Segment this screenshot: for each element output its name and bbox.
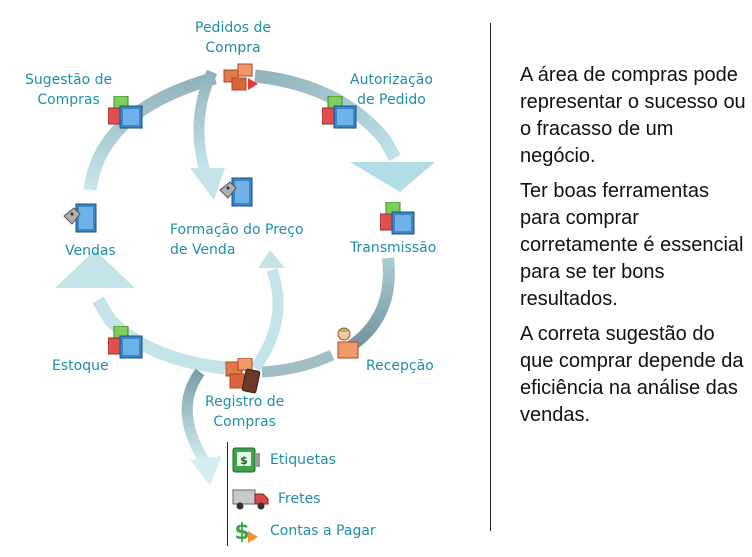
description-paragraph: A área de compras pode representar o suc…: [520, 64, 746, 167]
boxes-icon: [108, 96, 143, 129]
sub-item-label: Contas a Pagar: [270, 523, 376, 539]
arc-registro-subitems: [181, 368, 210, 465]
cycle-arrowhead-vendas: [55, 250, 135, 288]
boxes-icon: [380, 202, 415, 235]
label-printer-icon: $: [232, 447, 260, 473]
purchase-order-boxes-icon: [223, 63, 258, 91]
inner-arrowhead-registro: [258, 250, 285, 268]
boxes-icon: [108, 326, 143, 359]
svg-text:$: $: [234, 520, 249, 545]
vertical-divider: [490, 23, 491, 531]
dollar-sign-icon: $: [234, 520, 258, 545]
sub-item-label: Fretes: [278, 491, 321, 507]
sub-item-label: Etiquetas: [270, 452, 336, 468]
svg-text:$: $: [240, 454, 248, 467]
truck-icon: [232, 489, 269, 510]
sub-items-bracket-line: [227, 442, 228, 546]
node-label-vendas: Vendas: [65, 243, 116, 259]
price-tag-box-icon: [63, 203, 97, 233]
node-label-transmissao: Transmissão: [350, 240, 437, 256]
person-with-box-icon: [337, 327, 359, 359]
cycle-arrowhead-transmissao: [350, 162, 435, 192]
description-paragraph: A correta sugestão do que comprar depend…: [520, 323, 744, 426]
cycle-arc-bottom-right: [261, 349, 335, 378]
boxes-icon: [322, 96, 357, 129]
inner-arrowhead-formacao: [190, 168, 225, 200]
description-paragraph: Ter boas ferramentas para comprar corret…: [520, 180, 744, 310]
inner-arc-pedidos-formacao: [193, 69, 218, 174]
arrowhead-subitems: [190, 456, 222, 485]
boxes-with-book-icon: [225, 358, 261, 394]
purchasing-cycle-diagram: [55, 69, 435, 485]
price-tag-box-icon: [219, 177, 253, 207]
description-text-panel: A área de compras pode representar o suc…: [520, 62, 748, 437]
sub-item-fretes: Fretes: [232, 485, 321, 513]
inner-arc-registro-formacao: [250, 268, 284, 372]
sub-item-contas-a-pagar: $ Contas a Pagar: [232, 517, 376, 545]
node-label-estoque: Estoque: [52, 358, 109, 374]
sub-item-etiquetas: $ Etiquetas: [232, 446, 336, 474]
cycle-arc-bottom-left: [92, 296, 226, 375]
node-label-recepcao: Recepção: [366, 358, 434, 374]
